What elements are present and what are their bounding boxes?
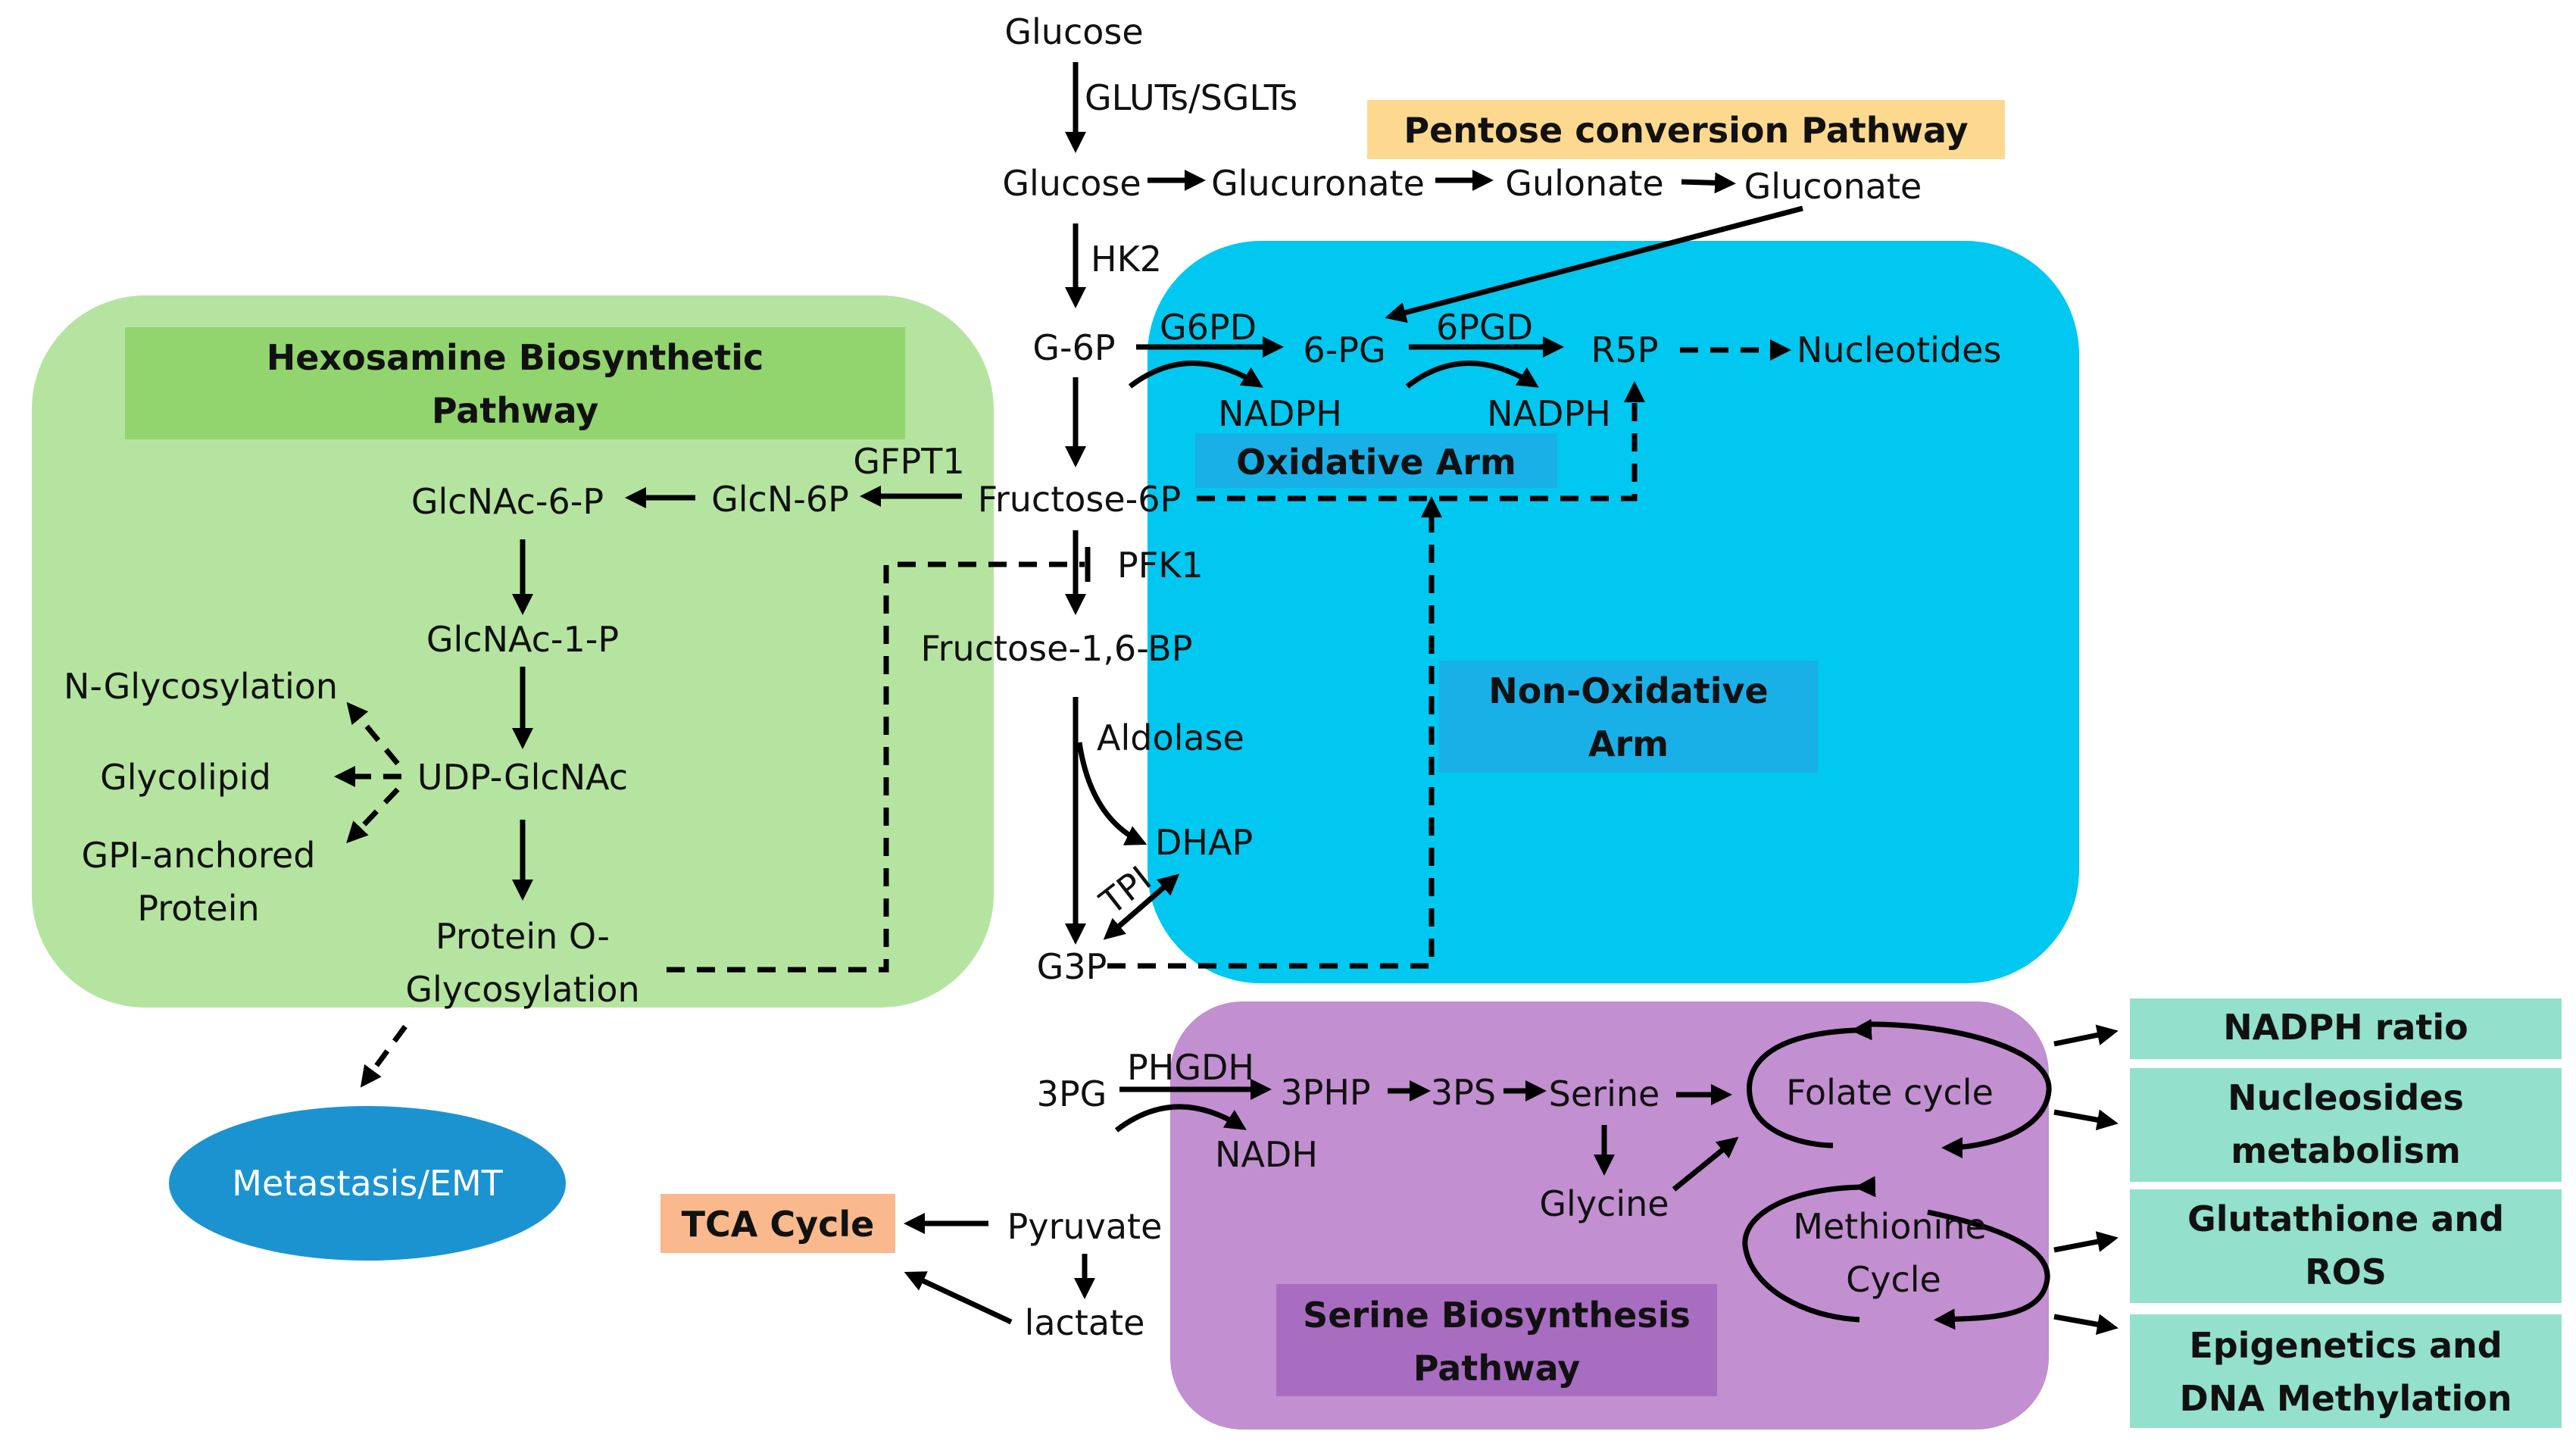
glucose-top-label: Glucose	[1004, 11, 1143, 52]
serine-label: Serine	[1549, 1073, 1660, 1114]
ppp-region	[1147, 241, 2079, 983]
glcnac1p-label: GlcNAc-1-P	[426, 619, 619, 660]
fructose6p-label: Fructose-6P	[978, 479, 1182, 520]
hexosamine-region	[32, 295, 994, 1008]
nadh-label: NADH	[1215, 1134, 1318, 1175]
serine-title-line2: Pathway	[1413, 1348, 1580, 1389]
methionine-cycle-arrow-bottom	[1927, 1209, 2050, 1330]
oxidative-arm-label-box	[1195, 433, 1557, 488]
pentose-pathway-title: Pentose conversion Pathway	[1404, 110, 1968, 151]
output-nadph-ratio: NADPH ratio	[2223, 1007, 2468, 1048]
dashed-oglyco-metastasis	[360, 1024, 407, 1088]
dashed-udp-gpi	[346, 787, 400, 844]
pyruvate-label: Pyruvate	[1007, 1206, 1163, 1247]
arrow-out-nadph	[2053, 1024, 2119, 1047]
3pg-label: 3PG	[1037, 1073, 1107, 1114]
tca-cycle-label: TCA Cycle	[682, 1204, 875, 1245]
arrow-g6pd-nadph	[1128, 361, 1263, 389]
o-glyco-label-line1: Protein O-	[436, 916, 610, 957]
nadph-label-1: NADPH	[1218, 393, 1342, 434]
metastasis-ellipse	[169, 1106, 566, 1261]
folate-cycle-label: Folate cycle	[1786, 1072, 1994, 1113]
pentose-title-box	[1367, 100, 2005, 159]
serine-title-box	[1276, 1284, 1717, 1396]
dashed-f6p-r5p	[1197, 381, 1645, 502]
6pg-label: 6-PG	[1303, 330, 1385, 370]
arrow-tpi-back	[1103, 884, 1167, 940]
hk2-label: HK2	[1091, 239, 1162, 280]
6pgd-label: 6PGD	[1436, 307, 1533, 348]
arrow-glycine-folate	[1672, 1136, 1739, 1192]
g3p-label: G3P	[1037, 946, 1107, 987]
oxidative-arm-label: Oxidative Arm	[1236, 442, 1516, 483]
udp-glcnac-label: UDP-GlcNAc	[417, 757, 628, 798]
glycine-label: Glycine	[1539, 1183, 1669, 1224]
hexosamine-title-box	[125, 327, 905, 439]
arrow-out-epigenetics	[2053, 1314, 2119, 1336]
methionine-cycle-arrow-top	[1742, 1176, 1876, 1323]
arrow-phgdh-nadh	[1114, 1104, 1247, 1133]
arrow-out-glutathione	[2053, 1231, 2119, 1253]
dhap-label: DHAP	[1155, 822, 1253, 863]
serine-title-line1: Serine Biosynthesis	[1303, 1295, 1691, 1336]
metastasis-label: Metastasis/EMT	[232, 1163, 503, 1204]
lactate-label: lactate	[1025, 1302, 1145, 1343]
o-glyco-label-line2: Glycosylation	[405, 969, 639, 1010]
gfpt1-label: GFPT1	[853, 441, 964, 482]
glucuronate-label: Glucuronate	[1211, 163, 1425, 204]
gluconate-label: Gluconate	[1744, 166, 1922, 207]
folate-cycle-arrow-top	[1747, 1019, 1872, 1148]
arrow-gulonate-gluconate	[1681, 172, 1736, 194]
output-epigenetics-line2: DNA Methylation	[2180, 1378, 2512, 1419]
arrow-lactate-tca	[904, 1271, 1013, 1325]
tca-cycle-box	[660, 1194, 895, 1253]
output-box-epigenetics	[2130, 1314, 2562, 1428]
non-oxidative-label-line2: Arm	[1588, 723, 1669, 764]
glcnac6p-label: GlcNAc-6-P	[411, 481, 604, 522]
pfk1-label: PFK1	[1117, 545, 1204, 586]
hexosamine-title-line2: Pathway	[432, 390, 598, 431]
dashed-g3p-nonox	[1107, 496, 1442, 969]
phgdh-label: PHGDH	[1127, 1047, 1254, 1088]
gpi-label-line1: GPI-anchored	[82, 835, 316, 876]
arrow-out-nucleosides	[2053, 1109, 2119, 1131]
methionine-label-line1: Methionine	[1793, 1206, 1987, 1247]
dashed-udp-nglyco	[346, 702, 400, 766]
r5p-label: R5P	[1591, 330, 1659, 370]
nadph-label-2: NADPH	[1487, 393, 1611, 434]
output-box-nucleosides	[2130, 1068, 2562, 1182]
fructose16bp-label: Fructose-1,6-BP	[921, 628, 1193, 669]
non-oxidative-label-box	[1439, 661, 1818, 773]
arrow-gluconate-6pg	[1385, 205, 1803, 323]
output-nucleosides-line2: metabolism	[2231, 1130, 2461, 1171]
arrow-aldolase-dhap	[1076, 742, 1147, 845]
g6p-label: G-6P	[1032, 327, 1115, 368]
arrow-6pgd-nadph	[1405, 361, 1539, 389]
output-box-nadph	[2130, 998, 2562, 1059]
3php-label: 3PHP	[1280, 1072, 1370, 1113]
folate-cycle-arrow-bottom	[1870, 1021, 2052, 1158]
non-oxidative-label-line1: Non-Oxidative	[1488, 670, 1768, 711]
n-glycosylation-label: N-Glycosylation	[64, 666, 338, 707]
output-glutathione-line2: ROS	[2305, 1251, 2387, 1292]
methionine-label-line2: Cycle	[1846, 1259, 1941, 1300]
gulonate-label: Gulonate	[1505, 163, 1663, 204]
output-nucleosides-line1: Nucleosides	[2228, 1077, 2464, 1118]
glycolipid-label: Glycolipid	[100, 757, 271, 798]
3ps-label: 3PS	[1431, 1072, 1496, 1113]
glucose-label: Glucose	[1002, 163, 1141, 204]
g6pd-label: G6PD	[1160, 307, 1257, 348]
nucleotides-label: Nucleotides	[1797, 330, 2001, 370]
glcn6p-label: GlcN-6P	[711, 479, 849, 520]
gpi-label-line2: Protein	[137, 888, 259, 929]
aldolase-label: Aldolase	[1097, 717, 1244, 758]
output-glutathione-line1: Glutathione and	[2187, 1198, 2504, 1239]
output-box-glutathione	[2130, 1189, 2562, 1303]
output-epigenetics-line1: Epigenetics and	[2189, 1325, 2502, 1366]
hexosamine-title-line1: Hexosamine Biosynthetic	[267, 337, 764, 378]
transporter-label: GLUTs/SGLTs	[1085, 77, 1297, 118]
